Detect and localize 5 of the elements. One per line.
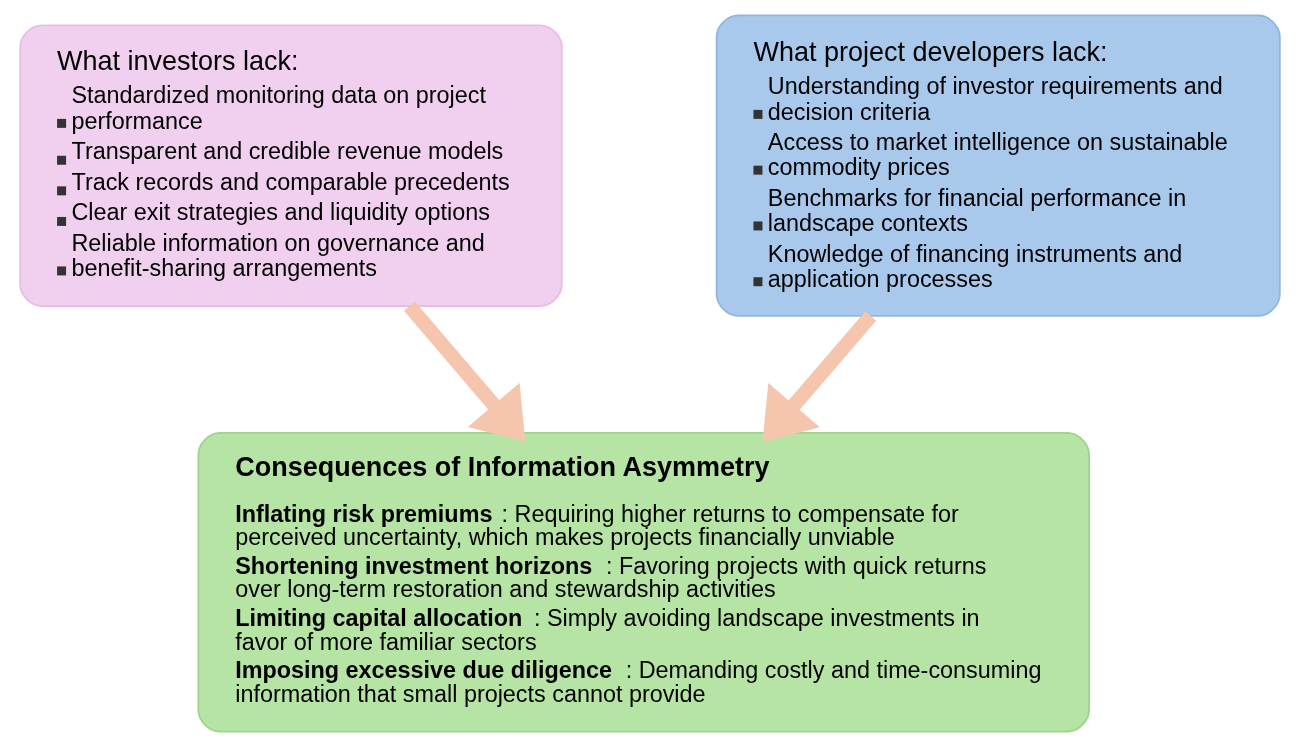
arrow xyxy=(762,311,877,443)
node-box: What investors lack: Standardized monitoring data on project performance Transparent and credible revenue models Track records and comparable precedents Clear exit strategies and liquidity options Reliable information on governance and benefit-sharing arrangements xyxy=(19,24,563,307)
node-box: Consequences of Information Asymmetry Inflating risk premiums: Requiring higher returns to compensate for perceived uncertainty, which makes projects financially unviable Shortening investment horizons: Favoring projects with quick returns over long-term restoration and stewardship activities Limiting capital allocation: Simply avoiding landscape investments in favor of more familiar sectors Imposing excessive due diligence: Demanding costly and time-consuming information that small projects cannot provide xyxy=(197,432,1090,733)
arrow xyxy=(403,301,526,442)
node-box: What project developers lack: Understanding of investor requirements and decision criteria Access to market intelligence on sustainable commodity prices Benchmarks for financial performance in landscape contexts Knowledge of financing instruments and application processes xyxy=(715,14,1281,317)
